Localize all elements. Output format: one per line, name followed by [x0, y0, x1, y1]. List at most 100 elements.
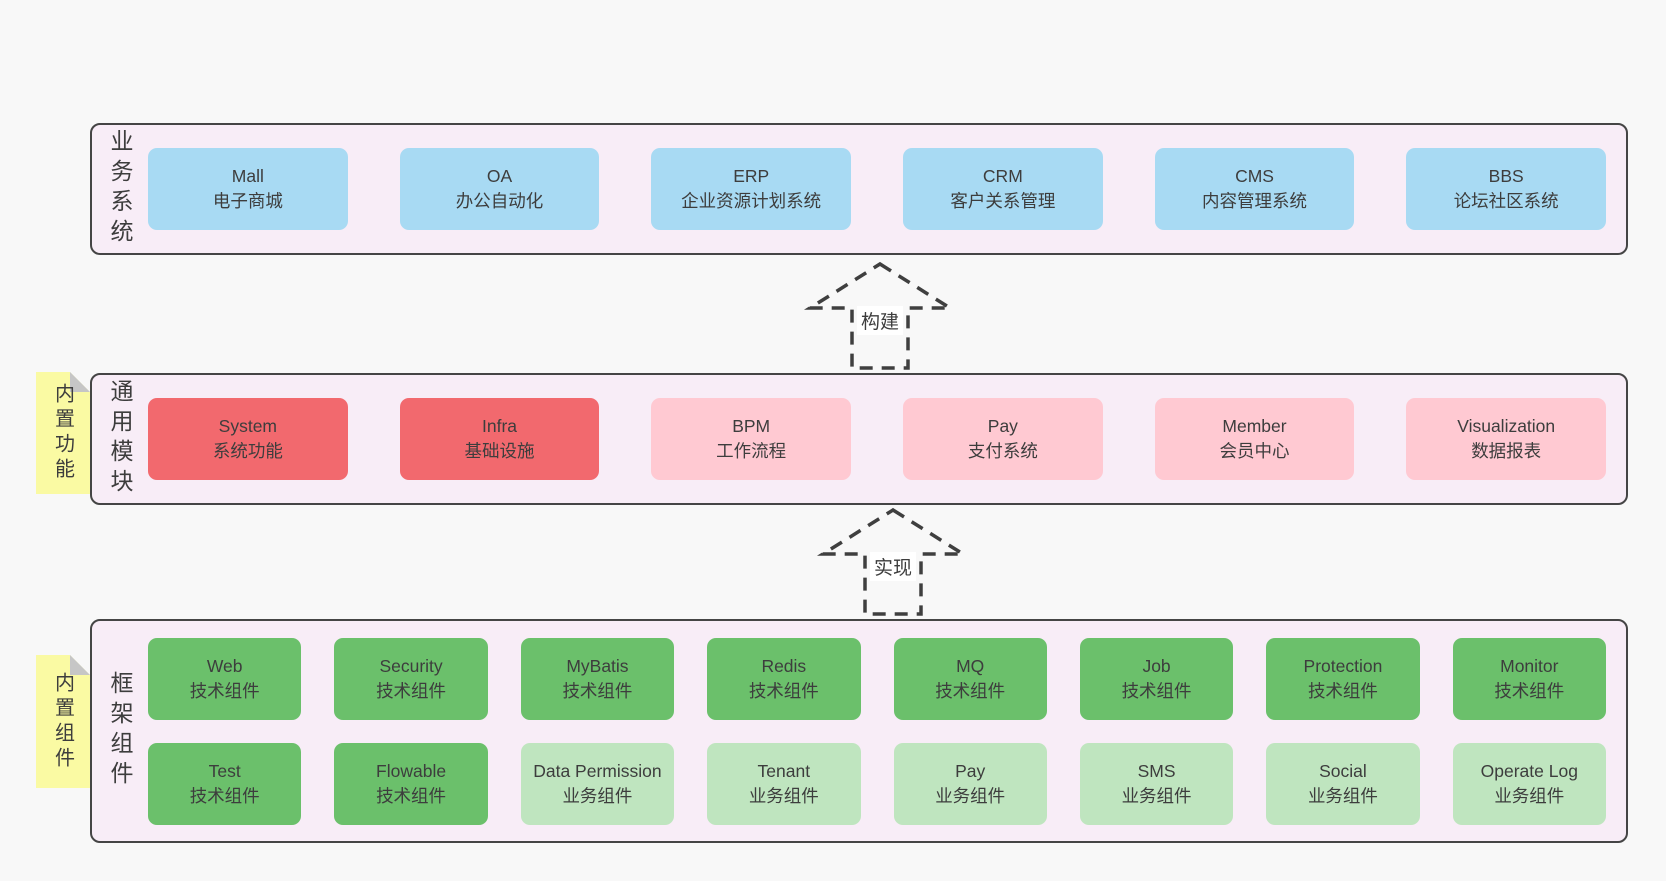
sticky-note-label: 内置功能 [51, 383, 74, 483]
box-name: Visualization [1457, 416, 1556, 437]
sticky-note-label: 内置组件 [51, 671, 74, 772]
box-name: Tenant [757, 760, 811, 781]
box-desc: 办公自动化 [455, 191, 544, 211]
box-desc: 企业资源计划系统 [681, 191, 822, 211]
box-desc: 技术组件 [189, 785, 260, 806]
dashed-up-arrow-1: 构建 [800, 260, 960, 372]
box-operate-log: Operate Log 业务组件 [1452, 742, 1606, 825]
box-desc: 技术组件 [1494, 680, 1565, 701]
box-name: MyBatis [566, 655, 629, 676]
box-name: ERP [733, 166, 770, 187]
box-desc: 会员中心 [1219, 441, 1290, 461]
up-arrow-icon [816, 507, 970, 616]
box-desc: 工作流程 [716, 441, 787, 461]
box-name: CRM [982, 166, 1023, 187]
section-label-framework-components: 框架组件 [107, 671, 133, 791]
box-name: MQ [956, 655, 985, 676]
box-desc: 支付系统 [967, 441, 1038, 461]
box-desc: 技术组件 [376, 785, 447, 806]
box-desc: 业务组件 [1121, 785, 1192, 806]
box-mall: Mall 电子商城 [148, 148, 348, 230]
box-mybatis: MyBatis 技术组件 [520, 637, 675, 720]
box-name: BBS [1488, 166, 1524, 187]
box-name: Pay [987, 416, 1018, 437]
box-name: Social [1319, 760, 1367, 781]
sticky-note-framework-components: 内置组件 [36, 655, 90, 788]
sticky-paper [36, 372, 90, 494]
box-desc: 技术组件 [1307, 680, 1378, 701]
box-desc: 业务组件 [1494, 785, 1565, 806]
box-flowable: Flowable 技术组件 [334, 742, 488, 825]
box-name: Security [379, 655, 443, 676]
arrow-label: 实现 [869, 552, 917, 581]
box-name: System [218, 416, 278, 437]
box-name: Monitor [1500, 655, 1559, 676]
box-desc: 数据报表 [1471, 441, 1542, 461]
box-protection: Protection 技术组件 [1266, 637, 1420, 720]
up-arrow-icon [803, 261, 957, 370]
box-desc: 技术组件 [748, 680, 819, 701]
box-oa: OA 办公自动化 [399, 148, 600, 230]
box-name: OA [486, 166, 513, 187]
box-name: Mall [231, 166, 264, 187]
box-monitor: Monitor 技术组件 [1452, 637, 1606, 720]
box-name: Operate Log [1480, 760, 1578, 781]
box-desc: 业务组件 [1307, 785, 1378, 806]
box-redis: Redis 技术组件 [707, 637, 861, 720]
box-desc: 技术组件 [935, 680, 1006, 701]
box-name: BPM [732, 416, 771, 437]
box-mq: MQ 技术组件 [893, 637, 1047, 720]
sticky-note-common-modules: 内置功能 [36, 372, 90, 494]
box-desc: 业务组件 [935, 785, 1006, 806]
section-label-common-modules: 通用模块 [107, 379, 133, 499]
box-desc: 论坛社区系统 [1453, 191, 1559, 211]
box-bbs: BBS 论坛社区系统 [1406, 148, 1607, 230]
box-desc: 电子商城 [212, 191, 283, 211]
box-bpm: BPM 工作流程 [651, 398, 852, 480]
box-name: Test [208, 760, 241, 781]
box-name: Pay [955, 760, 986, 781]
box-desc: 业务组件 [562, 785, 633, 806]
sticky-paper [36, 655, 90, 788]
box-pay: Pay 业务组件 [893, 742, 1047, 825]
box-desc: 内容管理系统 [1202, 191, 1308, 211]
box-test: Test 技术组件 [148, 742, 302, 825]
box-visualization: Visualization 数据报表 [1406, 398, 1607, 480]
box-name: Job [1142, 655, 1171, 676]
box-desc: 业务组件 [748, 785, 819, 806]
box-name: SMS [1137, 760, 1176, 781]
box-job: Job 技术组件 [1079, 637, 1234, 720]
box-pay: Pay 支付系统 [903, 398, 1103, 480]
box-desc: 技术组件 [1121, 680, 1192, 701]
dashed-up-arrow-2: 实现 [813, 506, 973, 618]
box-name: CMS [1235, 166, 1274, 187]
box-erp: ERP 企业资源计划系统 [651, 148, 852, 230]
section-label-business-systems: 业务系统 [107, 129, 133, 249]
box-name: Infra [481, 416, 518, 437]
arrow-label: 构建 [856, 306, 904, 335]
box-tenant: Tenant 业务组件 [707, 742, 861, 825]
box-name: Redis [761, 655, 807, 676]
box-name: Flowable [376, 760, 447, 781]
box-name: Protection [1303, 655, 1383, 676]
box-desc: 技术组件 [189, 680, 260, 701]
box-desc: 技术组件 [562, 680, 633, 701]
